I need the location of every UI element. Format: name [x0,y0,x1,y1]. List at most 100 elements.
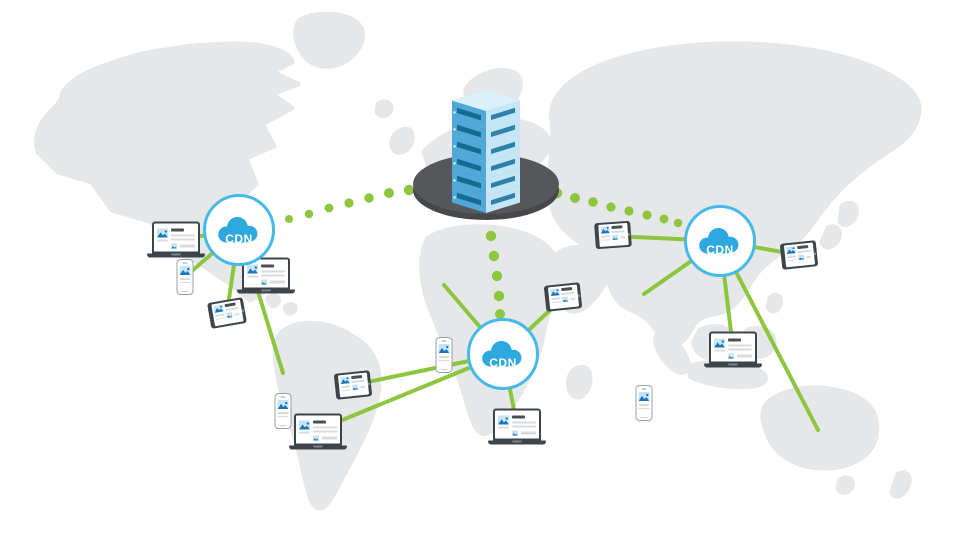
phone-speaker [280,396,285,398]
image-icon [157,228,168,238]
page-text-line [638,404,649,406]
image-icon [339,376,350,385]
dotted-link-origin-server-cdn-central [491,270,503,282]
dotted-link-origin-server-cdn-west [304,209,314,219]
page-text-line [512,425,536,428]
tablet-screen [210,299,244,327]
cdn-node-east: CDN [684,205,756,277]
page-text-line [179,281,190,284]
page-text-line [550,297,560,301]
dotted-link-origin-server-cdn-east [588,197,598,207]
page-text-line [805,255,811,258]
phone-na-1 [176,259,194,295]
page-title-bar [610,225,623,229]
page-text-line [171,234,195,237]
page-text-line [737,354,752,358]
image-icon [313,435,319,441]
page-text-line [569,297,575,300]
cloud-icon [699,227,739,253]
dotted-link-origin-server-cdn-central [488,250,500,262]
image-icon [728,353,734,359]
dotted-link-origin-server-cdn-central [495,309,505,319]
island-sumatra [653,327,691,375]
laptop-base [704,363,762,368]
tablet-as-1 [594,220,632,250]
islands-caribbean [265,293,298,316]
island-japan-2 [819,224,842,250]
cdn-node-label: CDN [225,232,253,246]
image-icon [179,266,190,275]
laptop-base [237,289,295,294]
dotted-link-origin-server-cdn-east [606,202,616,212]
laptop-screen [152,221,200,254]
origin-server [413,90,559,220]
image-icon [225,312,233,319]
phone-speaker [182,262,187,264]
page-text-line [611,229,625,233]
island-new-zealand [889,470,912,499]
dotted-link-origin-server-cdn-west [403,184,415,196]
cloud-icon [482,340,522,366]
image-icon [171,243,177,249]
phone-home-bar [181,290,188,292]
image-icon [261,279,267,285]
island-philippines [765,292,783,314]
image-icon [438,344,449,353]
tablet-sa-1 [333,370,373,400]
phone-as-1 [635,385,653,421]
image-icon [561,296,568,303]
page-text-line [224,306,238,311]
tablet-camera-dot [368,381,371,385]
page-text-line [322,436,337,440]
cdn-node-label: CDN [706,243,734,257]
page-title-bar [796,245,808,249]
dotted-link-origin-server-cdn-west [285,215,293,223]
laptop-screen [294,413,342,446]
laptop-sa-1 [289,413,347,451]
page-text-line [619,235,625,239]
page-text-line [600,235,610,238]
page-text-line [786,255,796,259]
page-text-line [351,379,365,383]
island-japan-1 [837,200,859,227]
page-title-bar [171,228,184,232]
laptop-na-1 [147,221,205,259]
image-icon [277,400,288,409]
page-title-bar [512,415,525,419]
page-text-line [561,291,575,295]
page-text-line [714,349,725,352]
page-text-line [728,344,752,347]
island-uk [389,126,415,155]
page-text-line [233,312,239,316]
cloud-icon [218,216,258,242]
island-greenland [293,11,366,69]
dotted-link-origin-server-cdn-east [570,193,580,203]
image-icon [714,338,725,348]
dotted-link-origin-server-cdn-central [485,230,497,242]
laptop-base [488,440,546,445]
image-icon [299,420,310,430]
continent-australia [760,385,880,471]
phone-sa-1 [274,393,292,429]
page-text-line [521,431,536,435]
dotted-link-origin-server-cdn-east [642,210,652,220]
tablet-camera-dot [241,308,245,312]
page-title-bar [728,338,741,342]
page-text-line [638,407,649,410]
page-text-line [550,300,561,304]
image-icon [599,226,610,234]
page-title-bar [261,264,274,268]
island-iceland [374,99,394,119]
image-icon [611,234,618,241]
page-text-line [277,412,288,414]
island-madagascar [565,364,593,400]
laptop-base [147,253,205,258]
page-text-line [179,278,190,280]
cdn-node-west: CDN [203,194,275,266]
phone-home-bar [440,368,447,370]
cdn-node-label: CDN [489,356,517,370]
image-icon [549,288,560,297]
